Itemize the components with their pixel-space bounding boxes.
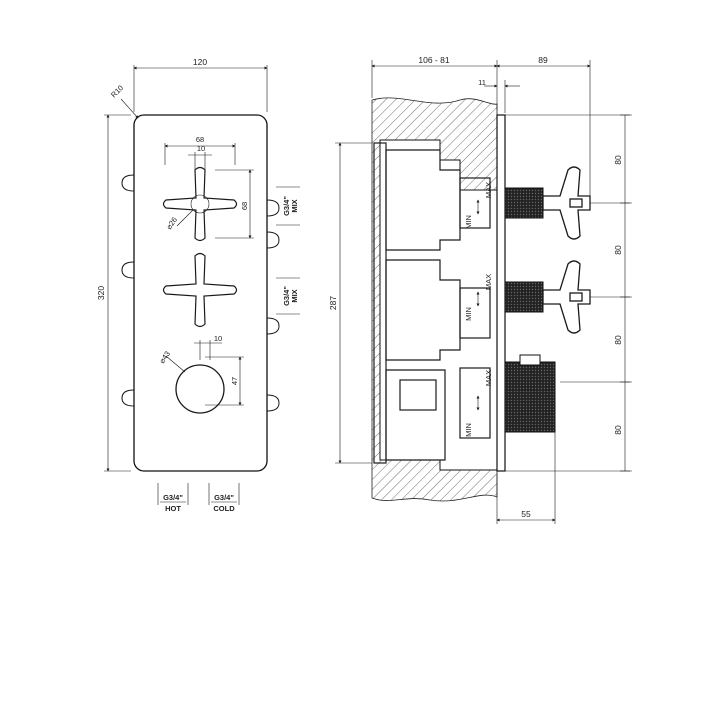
dim-body-height-label: 287 bbox=[328, 296, 338, 310]
side-plate bbox=[496, 114, 506, 472]
max-label-3: MAX bbox=[484, 370, 493, 386]
dim-handle-span-label: 68 bbox=[196, 135, 204, 144]
inlet-hot-label: HOT bbox=[165, 504, 181, 513]
dim-handle-height-label: 68 bbox=[240, 202, 249, 210]
dim-handle-height: 68 bbox=[215, 169, 254, 239]
cross-handle-profile-top bbox=[542, 166, 591, 240]
min-label-2: MIN bbox=[464, 307, 473, 321]
cross-handle-profile-middle bbox=[542, 260, 591, 334]
dim-height-label: 320 bbox=[96, 286, 106, 300]
front-plate bbox=[133, 114, 268, 472]
dim-depth-label: 106 - 81 bbox=[418, 55, 449, 65]
dim-radius: R10 bbox=[109, 83, 139, 119]
dim-handle-span: 68 bbox=[164, 135, 236, 165]
inlet-hot: G3/4" HOT bbox=[157, 483, 189, 513]
dim-body-height: 287 bbox=[328, 142, 372, 464]
dim-radius-label: R10 bbox=[109, 83, 125, 99]
mounting-lugs bbox=[121, 174, 280, 412]
outlet-mix-1: G3/4" MIX bbox=[276, 186, 300, 226]
valve-body bbox=[373, 142, 491, 464]
knurled-shaft-middle bbox=[504, 281, 544, 313]
dim-knob-offset: 10 bbox=[194, 334, 222, 360]
outlet-mix-1-label: MIX bbox=[290, 199, 299, 212]
max-label-2: MAX bbox=[484, 274, 493, 290]
knurled-knob-bottom bbox=[504, 361, 556, 433]
dim-spacing: 80 80 80 80 bbox=[505, 114, 632, 472]
outlet-mix-1-size: G3/4" bbox=[282, 196, 291, 216]
dim-handle-arm: 10 bbox=[188, 144, 212, 170]
flow-label-2: MAX MIN bbox=[464, 274, 493, 321]
dim-plate-gap: 11 bbox=[478, 78, 520, 113]
dim-spacing-3-label: 80 bbox=[613, 335, 623, 345]
dim-projection-label: 89 bbox=[538, 55, 548, 65]
min-label-3: MIN bbox=[464, 423, 473, 437]
dim-knob-length: 55 bbox=[496, 432, 556, 524]
dim-spacing-1-label: 80 bbox=[613, 155, 623, 165]
outlet-mix-2: G3/4" MIX bbox=[276, 277, 300, 315]
dim-knob-height-label: 47 bbox=[230, 377, 239, 385]
round-knob bbox=[175, 364, 225, 414]
dim-knob-length-label: 55 bbox=[521, 509, 531, 519]
min-label-1: MIN bbox=[464, 215, 473, 229]
cross-handle-top bbox=[162, 166, 238, 242]
dim-knob-height: 47 bbox=[205, 356, 244, 406]
flow-label-1: MAX MIN bbox=[464, 182, 493, 229]
dim-width: 120 bbox=[133, 57, 268, 112]
dim-handle-arm-label: 10 bbox=[197, 144, 205, 153]
dim-width-label: 120 bbox=[193, 57, 207, 67]
dim-plate-gap-label: 11 bbox=[478, 78, 486, 87]
dim-spacing-2-label: 80 bbox=[613, 245, 623, 255]
inlet-cold-size: G3/4" bbox=[214, 493, 234, 502]
max-label-1: MAX bbox=[484, 182, 493, 198]
cross-handle-middle bbox=[162, 252, 238, 328]
inlet-hot-size: G3/4" bbox=[163, 493, 183, 502]
dim-spacing-4-label: 80 bbox=[613, 425, 623, 435]
dim-height: 320 bbox=[96, 114, 131, 472]
front-view: 120 320 R10 68 10 bbox=[96, 57, 300, 513]
dim-knob-offset-label: 10 bbox=[214, 334, 222, 343]
knurled-shaft-top bbox=[504, 187, 544, 219]
dim-projection: 89 bbox=[496, 55, 591, 196]
inlet-cold-label: COLD bbox=[213, 504, 235, 513]
outlet-mix-2-size: G3/4" bbox=[282, 286, 291, 306]
side-view: MAX MIN MAX MIN MAX MIN bbox=[328, 55, 632, 524]
wall-cavity bbox=[379, 139, 498, 471]
inlet-cold: G3/4" COLD bbox=[208, 483, 240, 513]
outlet-mix-2-label: MIX bbox=[290, 289, 299, 302]
knob-collar bbox=[519, 354, 541, 366]
flow-label-3: MAX MIN bbox=[464, 370, 493, 437]
